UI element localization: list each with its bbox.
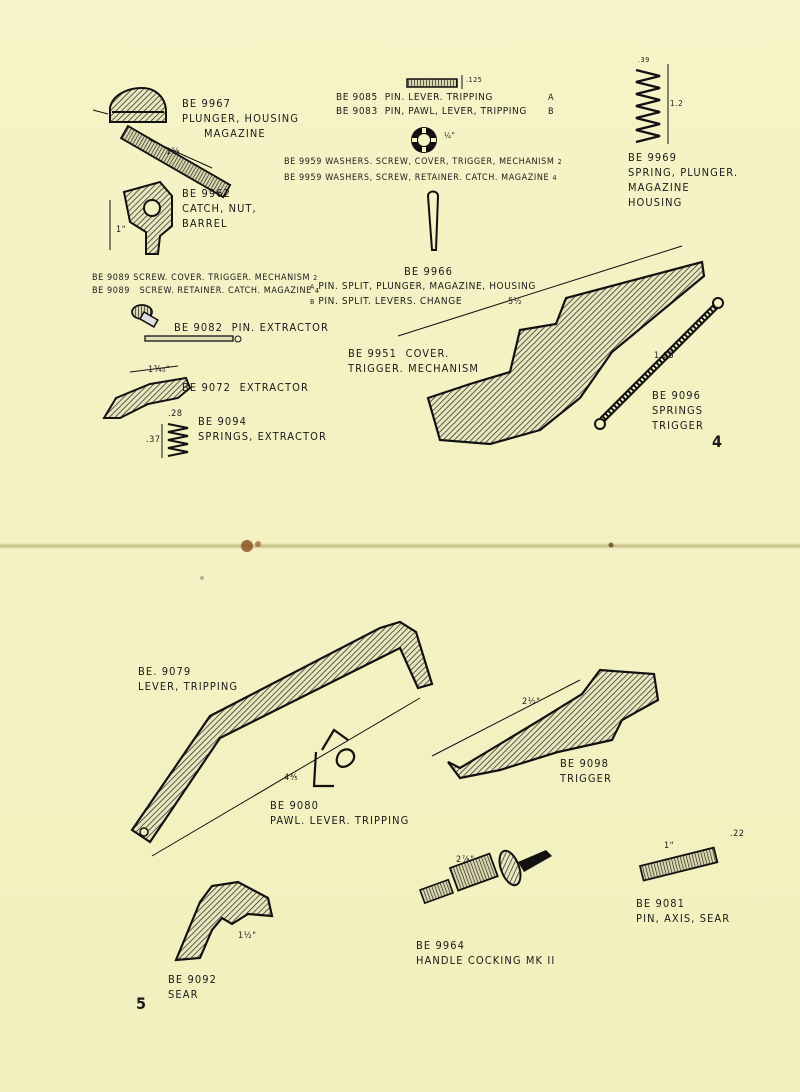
dimension-be9081-length: 1" — [664, 841, 675, 851]
dimension-be9098: 2½" — [522, 697, 541, 707]
spring-extractor-drawing — [161, 423, 189, 458]
marker-be9083: B — [548, 107, 555, 117]
part-label-be9951: BE 9951 COVER. TRIGGER. MECHANISM — [348, 347, 480, 375]
part-label-be9092: BE 9092 SEAR — [168, 973, 218, 1001]
part-label-be9080: BE 9080 PAWL. LEVER. TRIPPING — [270, 799, 410, 827]
cover-trigger-mechanism-drawing — [397, 245, 706, 446]
spring-plunger-drawing — [635, 64, 669, 144]
part-label-be9094: BE 9094 SPRINGS, EXTRACTOR — [198, 415, 327, 443]
dimension-be9964: 2⅞" — [456, 855, 475, 865]
part-label-be9079: BE. 9079 LEVER, TRIPPING — [138, 665, 239, 693]
part-label-be9089-retainer: BE 9089 SCREW. RETAINER. CATCH. MAGAZINE… — [92, 286, 320, 296]
part-label-be9098: BE 9098 TRIGGER — [560, 757, 613, 785]
part-label-be9083: BE 9083 PIN, PAWL, LEVER, TRIPPING — [336, 106, 527, 117]
paper-stains — [200, 540, 614, 580]
lever-tripping-drawing — [130, 620, 434, 857]
pin-extractor-drawing — [144, 335, 242, 343]
part-label-be9964: BE 9964 HANDLE COCKING Mk II — [416, 939, 556, 967]
dimension-be9967: 1⅝ — [166, 147, 181, 157]
page-fold-crease — [0, 543, 800, 549]
catch-nut-barrel-drawing — [109, 180, 173, 255]
part-line-be9966-b: B PIN. SPLIT. LEVERS. CHANGE — [310, 296, 463, 307]
page-number-bottom: 5 — [136, 994, 147, 1013]
dimension-be9092: 1½" — [238, 931, 257, 941]
dimension-be9072: 1¾₀" — [148, 365, 171, 375]
dimension-be9094-height: .37 — [146, 435, 161, 445]
pin-lever-tripping-drawing — [406, 75, 463, 89]
dimension-be9969-width: .39 — [638, 56, 650, 64]
page-number-top: 4 — [712, 432, 723, 451]
part-label-be9096: BE 9096 SPRINGS TRIGGER — [652, 389, 705, 432]
sear-drawing — [174, 880, 274, 962]
dimension-be9094-width: .28 — [168, 409, 183, 419]
part-label-be9959-cover: BE 9959 WASHERS. SCREW, COVER, TRIGGER, … — [284, 157, 563, 167]
extractor-drawing — [102, 365, 192, 419]
part-line-be9966-a: A PIN. SPLIT, PLUNGER, MAGAZINE, HOUSING — [310, 281, 536, 292]
dimension-be9096: 1.65 — [654, 351, 675, 361]
part-label-be9081: BE 9081 PIN, AXIS, SEAR — [636, 897, 731, 925]
dimension-be9962: 1" — [116, 225, 127, 235]
part-label-be9085: BE 9085 PIN. LEVER. TRIPPING — [336, 92, 493, 103]
screw-drawing — [131, 304, 159, 328]
dimension-be9969-length: 1.2 — [670, 99, 684, 108]
part-label-be9962: BE 9962 CATCH, NUT, BARREL — [182, 187, 257, 230]
part-label-be9967: BE 9967 PLUNGER, HOUSING MAGAZINE — [182, 97, 300, 140]
dimension-be9081-diameter: .22 — [730, 829, 745, 839]
part-label-be9089-cover: BE 9089 SCREW. COVER. TRIGGER. MECHANISM… — [92, 273, 318, 283]
part-label-be9969: BE 9969 SPRING, PLUNGER. MAGAZINE HOUSIN… — [628, 151, 739, 209]
dimension-be9085: .125 — [466, 76, 483, 84]
trigger-drawing — [431, 668, 660, 780]
dimension-be9080: 4⅗ — [284, 773, 299, 783]
marker-be9085: A — [548, 93, 555, 103]
plunger-housing-magazine-drawing — [92, 86, 232, 199]
pawl-drawing — [312, 728, 356, 788]
spring-trigger-drawing — [594, 297, 724, 430]
washer-drawing — [411, 127, 437, 153]
split-pin-drawing — [426, 190, 440, 251]
handle-cocking-drawing — [418, 849, 552, 905]
pin-axis-sear-drawing — [638, 846, 719, 882]
part-label-be9072: BE 9072 EXTRACTOR — [182, 381, 309, 394]
dimension-be9959: ¼" — [444, 131, 456, 140]
part-label-be9959-retainer: BE 9959 WASHERS, SCREW, RETAINER. CATCH.… — [284, 173, 558, 183]
dimension-be9951: 5½ — [508, 297, 523, 307]
part-label-be9082: BE 9082 PIN. EXTRACTOR — [174, 321, 330, 334]
part-label-be9966: BE 9966 — [404, 265, 454, 278]
